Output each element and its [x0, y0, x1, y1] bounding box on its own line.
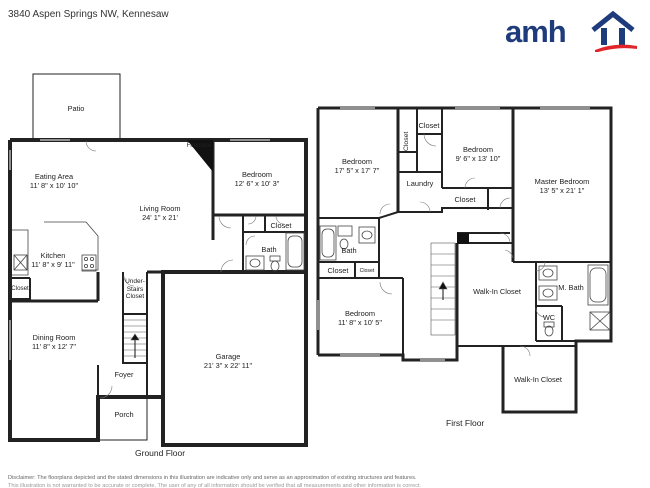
ground-bath-fixtures: [245, 232, 305, 272]
house-roof-icon: [591, 10, 637, 52]
walk-in-closet-1-label: Walk-In Closet: [473, 287, 521, 296]
ground-bath-label: Bath: [261, 245, 277, 254]
logo-text: amh: [505, 14, 567, 49]
property-address: 3840 Aspen Springs NW, Kennesaw: [8, 9, 169, 20]
first-closet-small-label: Closet: [327, 266, 349, 275]
under-stairs-closet-label: Under-Stairs Closet: [125, 278, 145, 300]
fireplace-block: [187, 140, 213, 172]
porch-label: Porch: [114, 410, 134, 419]
ground-floor-caption: Ground Floor: [135, 448, 186, 458]
ground-windows: [8, 138, 270, 360]
first-floor-caption: First Floor: [446, 418, 485, 428]
first-closet-tiny-label: Closet: [359, 268, 375, 274]
first-windows: [316, 106, 590, 362]
master-bath-label: M. Bath: [558, 283, 584, 292]
patio-label: Patio: [67, 104, 85, 113]
amh-logo: amh: [505, 8, 640, 52]
first-door-swings: [379, 133, 546, 357]
kitchen-closet-label: Closet: [11, 285, 29, 292]
first-stairs: [430, 242, 456, 336]
walk-in-closet-2-label: Walk-In Closet: [514, 375, 562, 384]
fireplace-label: Fireplace: [186, 143, 212, 149]
disclaimer: Disclaimer: The floorplans depicted and …: [8, 475, 417, 481]
first-floor-column: [457, 233, 469, 244]
foyer-label: Foyer: [114, 370, 134, 379]
disclaimer-continued: This illustration is not warranted to be…: [8, 483, 422, 488]
kitchen-counters: [12, 221, 99, 276]
ground-door-swings: [85, 140, 285, 399]
laundry-label: Laundry: [406, 179, 434, 188]
first-closet-mid-label: Closet: [454, 195, 476, 204]
first-bath-label: Bath: [341, 246, 357, 255]
ground-stairs: [124, 319, 146, 358]
first-closet-vertical-label: Closet: [403, 131, 410, 151]
first-closet-top-label: Closet: [418, 121, 440, 130]
wc-label: WC: [542, 313, 556, 322]
ground-closet-label: Closet: [270, 221, 292, 230]
first-bath-fixtures: [319, 225, 611, 337]
